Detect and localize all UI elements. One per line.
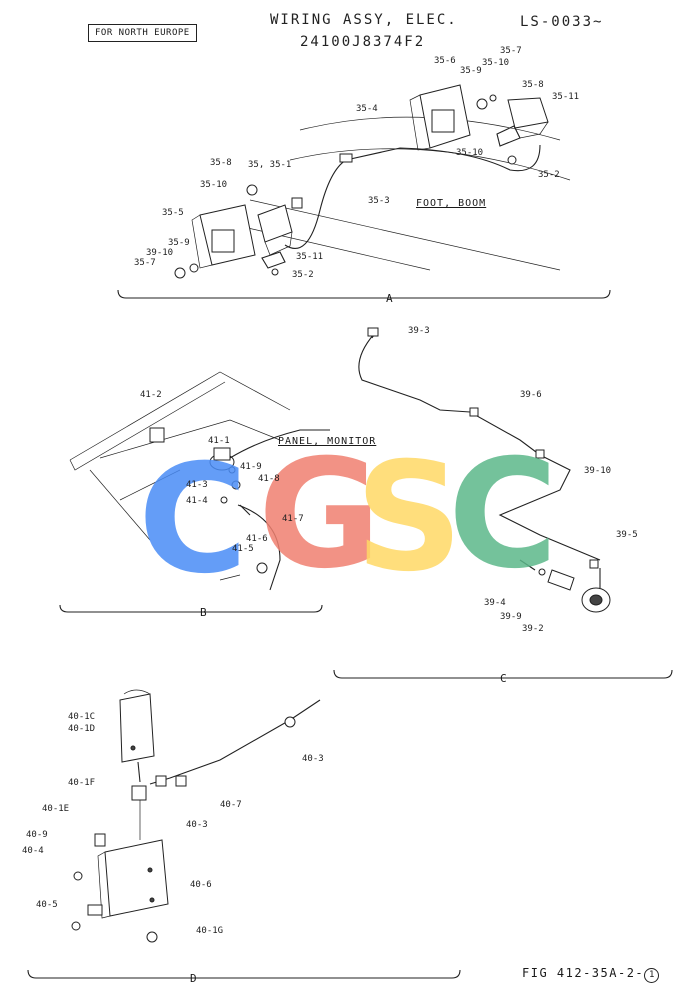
callout-40-1c: 40-1C: [68, 712, 96, 722]
callout-41-6: 41-6: [246, 534, 268, 544]
callout-35-7-left: 35-7: [134, 258, 156, 268]
callout-39-10-c: 39-10: [584, 466, 612, 476]
figure-code: FIG 412-35A-2: [522, 966, 636, 980]
diagram-title: WIRING ASSY, ELEC.: [270, 12, 458, 28]
section-c-drawing: [333, 327, 673, 679]
callout-40-9: 40-9: [26, 830, 48, 840]
callout-41-5: 41-5: [232, 544, 254, 554]
watermark-letter-c1: C: [138, 433, 249, 607]
callout-41-3: 41-3: [186, 480, 208, 490]
watermark-letter-s: S: [355, 431, 464, 605]
section-label-a: A: [386, 292, 393, 305]
callout-35-2-bottom: 35-2: [292, 270, 314, 280]
callout-35-4: 35-4: [356, 104, 378, 114]
watermark-letter-c2: C: [448, 428, 559, 602]
watermark-letter-g: G: [258, 428, 382, 602]
callout-41-1: 41-1: [208, 436, 230, 446]
callout-35-8-left: 35-8: [210, 158, 232, 168]
callout-35-10-mid: 35-10: [456, 148, 484, 158]
callout-41-8: 41-8: [258, 474, 280, 484]
callout-35-10-left: 35-10: [200, 180, 228, 190]
section-label-b: B: [200, 606, 207, 619]
part-number: 24100J8374F2: [300, 34, 426, 50]
callout-35-7-top: 35-7: [500, 46, 522, 56]
callout-41-4: 41-4: [186, 496, 208, 506]
sheet-mark: 1: [644, 968, 660, 983]
section-a-drawing: [117, 84, 611, 299]
callout-35-5: 35-5: [162, 208, 184, 218]
callout-39-4: 39-4: [484, 598, 506, 608]
callout-35-35-1: 35, 35-1: [248, 160, 292, 170]
callout-35-11-top: 35-11: [552, 92, 580, 102]
callout-35-11-bottom: 35-11: [296, 252, 324, 262]
callout-40-1d: 40-1D: [68, 724, 96, 734]
callout-40-3-mid: 40-3: [186, 820, 208, 830]
callout-35-9-left: 35-9: [168, 238, 190, 248]
callout-35-3: 35-3: [368, 196, 390, 206]
callout-40-1e: 40-1E: [42, 804, 70, 814]
callout-40-7: 40-7: [220, 800, 242, 810]
section-d-drawing: [27, 689, 461, 979]
callout-35-8-top: 35-8: [522, 80, 544, 90]
callout-35-6: 35-6: [434, 56, 456, 66]
caption-foot-boom: FOOT, BOOM: [416, 198, 487, 209]
callout-35-10-top: 35-10: [482, 58, 510, 68]
caption-panel-monitor: PANEL, MONITOR: [278, 436, 377, 447]
region-tag: FOR NORTH EUROPE: [88, 24, 197, 42]
callout-35-2-top: 35-2: [538, 170, 560, 180]
callout-39-10-a: 39-10: [146, 248, 174, 258]
callout-40-1f: 40-1F: [68, 778, 96, 788]
callout-41-7: 41-7: [282, 514, 304, 524]
callout-39-5: 39-5: [616, 530, 638, 540]
callout-39-9: 39-9: [500, 612, 522, 622]
serial-range: LS-0033~: [520, 14, 604, 30]
section-label-c: C: [500, 672, 507, 685]
figure-number: FIG 412-35A-2-1: [522, 966, 660, 983]
callout-40-4: 40-4: [22, 846, 44, 856]
callout-39-2: 39-2: [522, 624, 544, 634]
callout-41-2: 41-2: [140, 390, 162, 400]
callout-40-1g: 40-1G: [196, 926, 224, 936]
callout-40-3-right: 40-3: [302, 754, 324, 764]
callout-35-9-top: 35-9: [460, 66, 482, 76]
callout-40-5: 40-5: [36, 900, 58, 910]
section-b-drawing: [59, 371, 330, 613]
callout-41-9: 41-9: [240, 462, 262, 472]
callout-40-6: 40-6: [190, 880, 212, 890]
section-label-d: D: [190, 972, 197, 985]
callout-39-3: 39-3: [408, 326, 430, 336]
callout-39-6: 39-6: [520, 390, 542, 400]
